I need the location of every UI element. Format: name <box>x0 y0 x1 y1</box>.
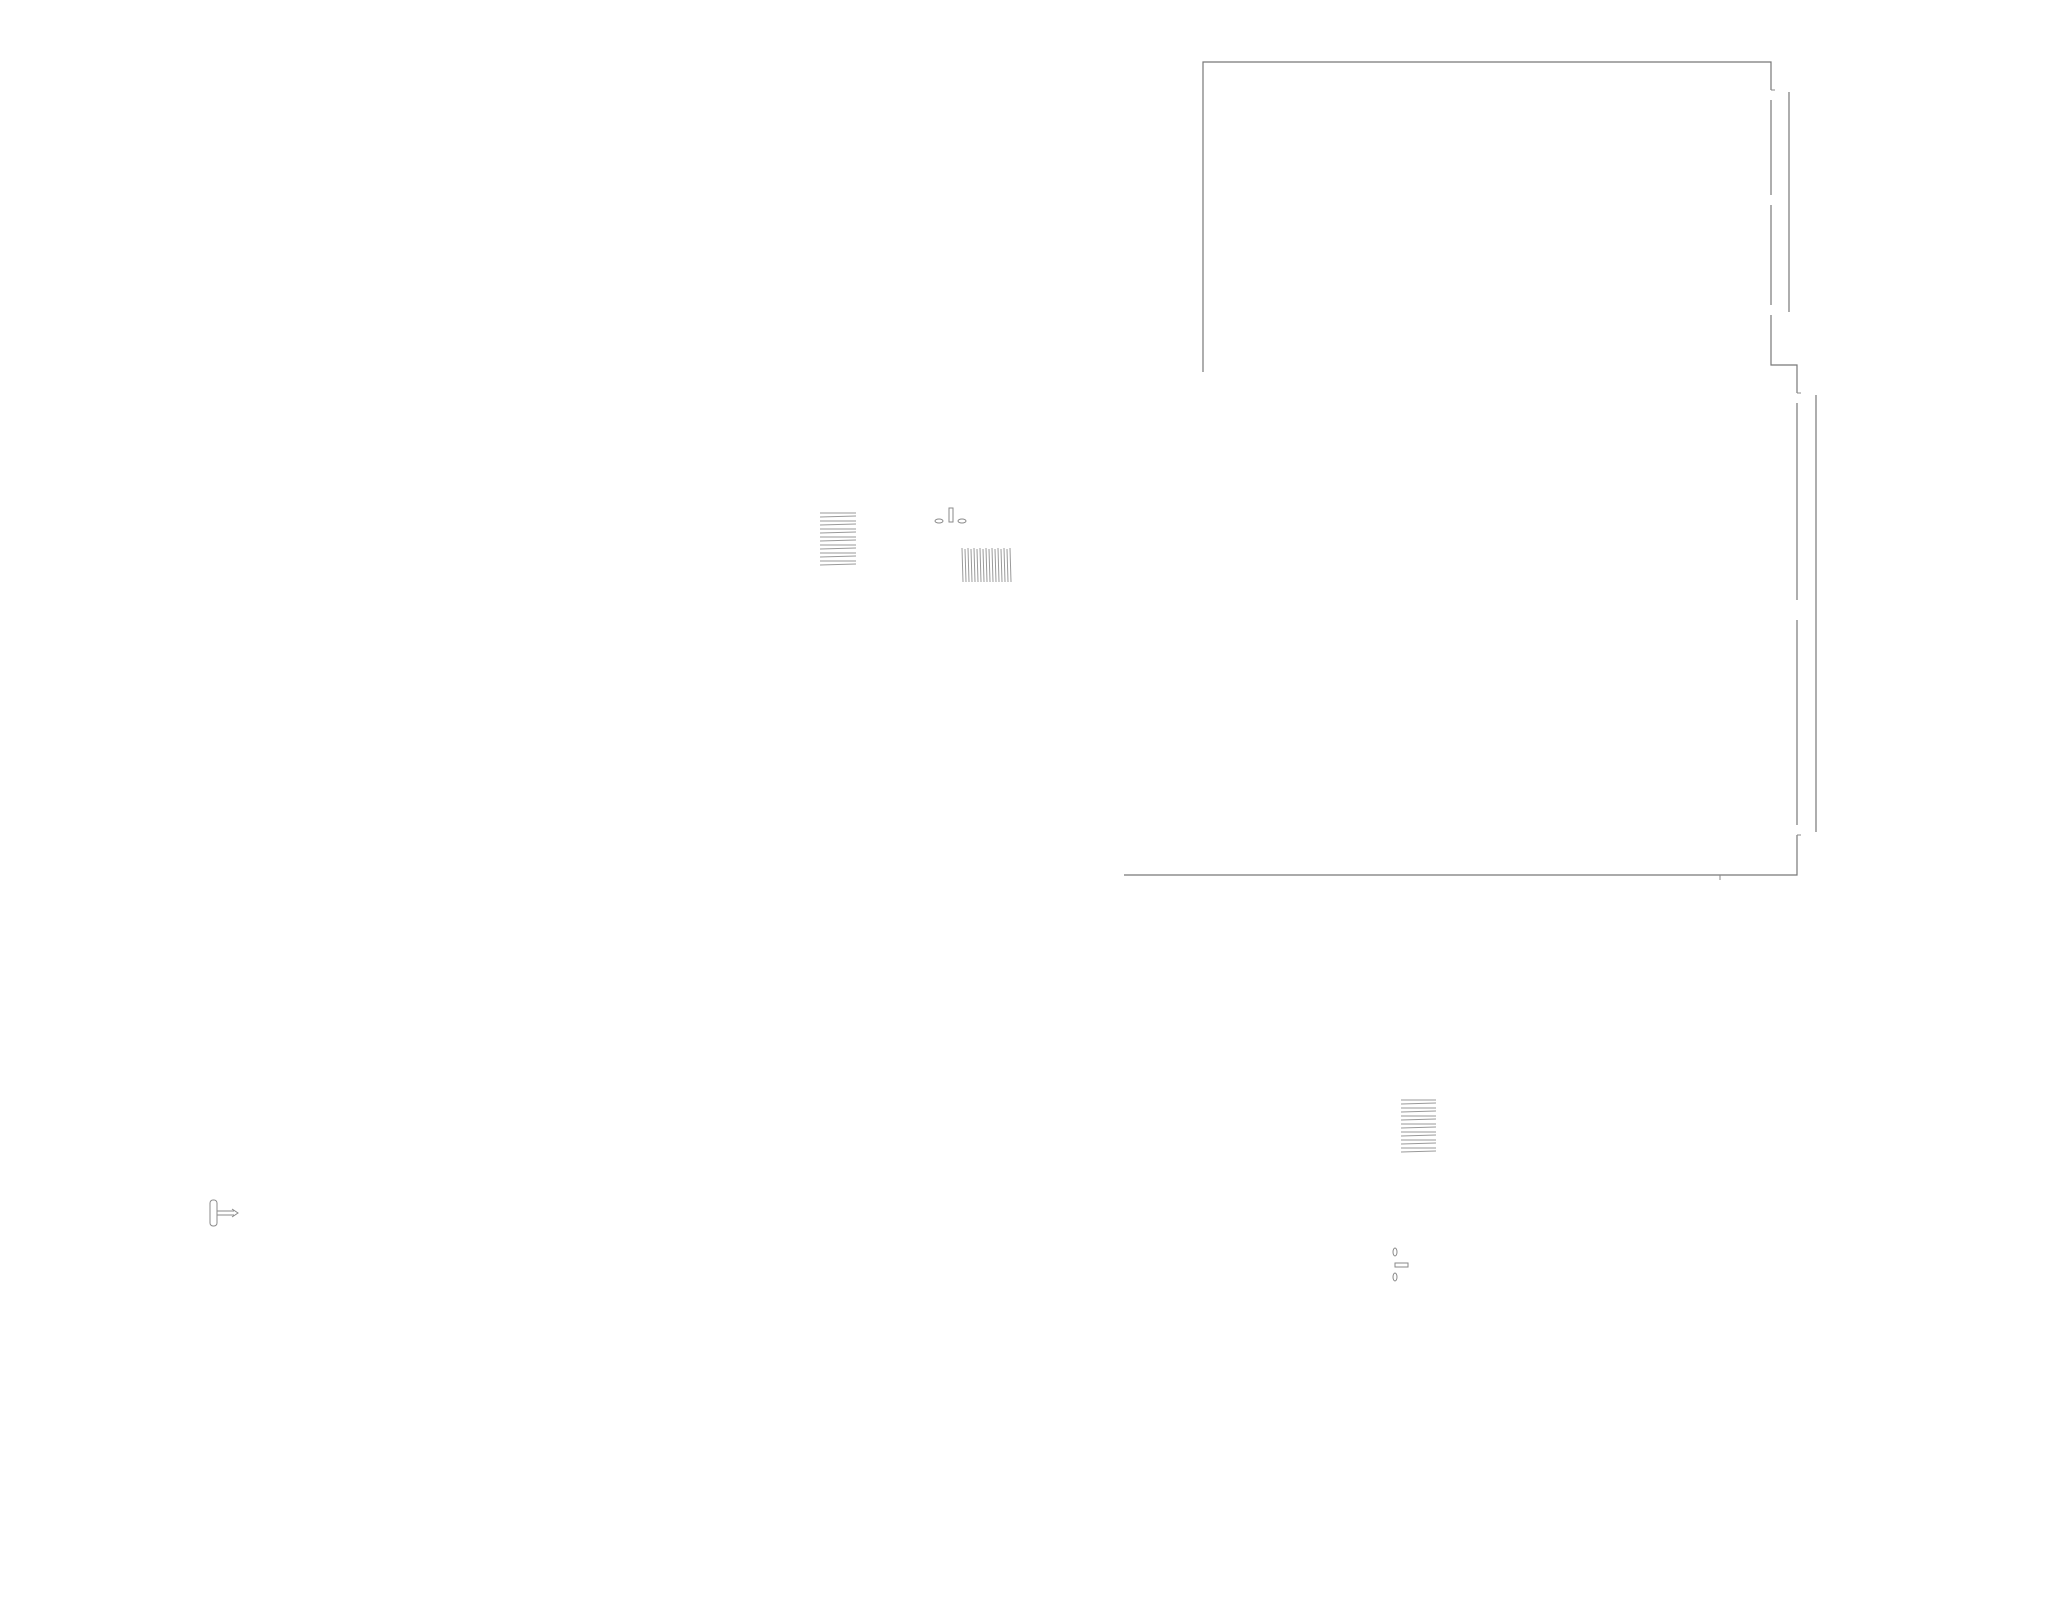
bottom-wall <box>1124 835 1798 876</box>
fixture-symbol-upper <box>934 507 967 524</box>
top-left-wall <box>1202 61 1772 372</box>
fixture-symbol-lower <box>1392 1247 1409 1282</box>
fixture-symbol-left <box>209 1199 239 1227</box>
step-wall <box>1770 315 1798 393</box>
stair-symbol-upper <box>819 512 857 566</box>
stair-symbol-lower <box>1400 1099 1437 1153</box>
wall-outline <box>1124 61 1817 880</box>
vertical-hatch-block <box>961 547 1012 583</box>
